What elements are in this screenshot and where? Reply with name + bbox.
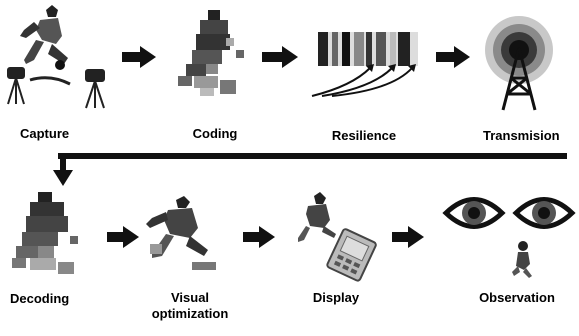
arrow-decoding-to-visual-optimization bbox=[107, 226, 139, 248]
arrow-visual-optimization-to-display bbox=[243, 226, 275, 248]
visual-optimization-label-line1: Visual bbox=[170, 290, 210, 305]
transmission-label: Transmision bbox=[483, 128, 560, 143]
connector-transmission-to-decoding bbox=[53, 153, 567, 186]
display-label: Display bbox=[312, 290, 360, 305]
handheld-display-icon bbox=[298, 192, 377, 282]
observation-label: Observation bbox=[479, 290, 555, 305]
coding-pixelated-player-icon bbox=[178, 10, 244, 96]
arrow-capture-to-coding bbox=[122, 46, 156, 68]
enhanced-player-icon bbox=[146, 196, 216, 270]
visual-optimization-label-line2: optimization bbox=[151, 306, 229, 321]
eyes-icon bbox=[442, 197, 576, 278]
decoding-label: Decoding bbox=[10, 291, 70, 306]
arrow-resilience-to-transmission bbox=[436, 46, 470, 68]
capture-label: Capture bbox=[20, 126, 70, 141]
resilience-label: Resilience bbox=[331, 128, 397, 143]
coding-label: Coding bbox=[192, 126, 238, 141]
soccer-player-with-cameras-icon bbox=[7, 5, 105, 109]
broadcast-tower-icon bbox=[485, 16, 553, 111]
arrow-coding-to-resilience bbox=[262, 46, 298, 68]
packet-stream-icon bbox=[311, 32, 418, 97]
arrow-display-to-observation bbox=[392, 226, 424, 248]
decoding-pixelated-player-icon bbox=[12, 192, 78, 274]
